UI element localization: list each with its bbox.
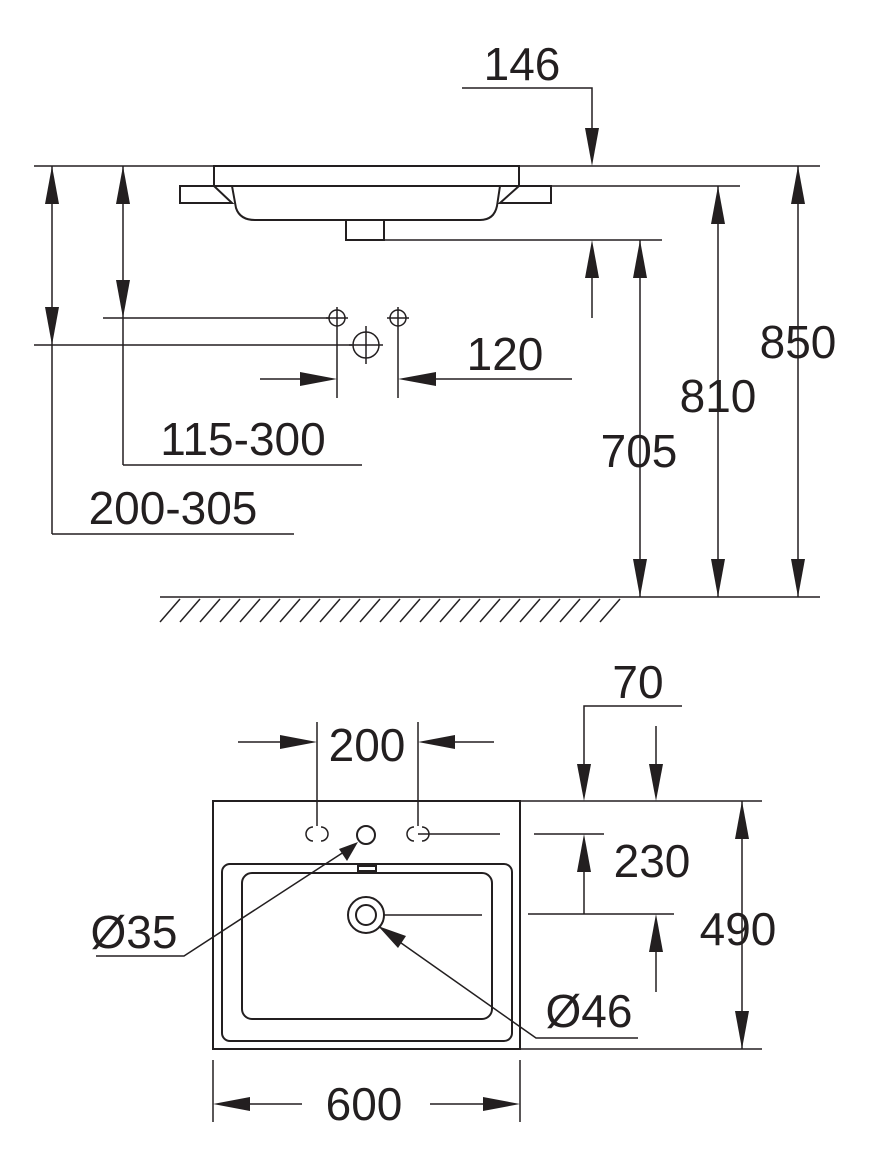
dim-width-label: 600 — [326, 1078, 403, 1130]
dim-supply-height: 115-300 — [116, 166, 362, 466]
basin-profile — [179, 165, 552, 241]
dim-depth: 490 — [700, 801, 777, 1049]
dim-top-offset-label: 146 — [484, 38, 561, 90]
dim-tap-hole-diameter: Ø35 — [91, 842, 358, 958]
overflow-slot — [357, 865, 377, 872]
top-view: 200 70 230 490 Ø35 — [91, 656, 777, 1130]
dim-tap-holes-spacing-label: 200 — [329, 719, 406, 771]
dim-bowl-bottom-height: 705 — [585, 240, 677, 597]
basin-outer-outline — [212, 800, 521, 1050]
supply-symbol-right — [387, 307, 409, 398]
dim-drain-height: 200-305 — [45, 166, 294, 535]
drain-outlet — [345, 219, 385, 241]
dim-rim-underside-height: 810 — [680, 186, 757, 597]
supply-symbol-left — [326, 307, 348, 398]
dim-drain-offset-label: 230 — [614, 835, 691, 887]
dim-tap-holes-spacing: 200 — [238, 719, 494, 771]
dim-total-height: 850 — [760, 166, 837, 597]
bracket-left — [179, 185, 235, 204]
basin-rim — [213, 165, 520, 187]
drain-symbol — [349, 326, 383, 364]
dim-drain-diameter: Ø46 — [378, 926, 638, 1039]
floor-hatching — [159, 598, 621, 623]
dim-supply-height-label: 115-300 — [160, 413, 325, 465]
dim-edge-offset: 70 — [577, 656, 682, 801]
tap-hole-center — [356, 825, 376, 845]
basin-rim-outline — [221, 863, 513, 1042]
dim-top-offset: 146 — [462, 38, 599, 166]
drain-inner — [355, 904, 377, 926]
dim-depth-label: 490 — [700, 903, 777, 955]
drain-outer — [347, 896, 385, 934]
basin-bowl-outline — [241, 872, 493, 1020]
dim-tap-hole-diameter-label: Ø35 — [91, 906, 178, 958]
dim-rim-underside-height-label: 810 — [680, 370, 757, 422]
dim-tap-hole-spacing-label: 120 — [467, 328, 544, 380]
dim-width: 600 — [213, 1078, 520, 1130]
side-view: 146 120 115-300 200-305 — [34, 38, 837, 623]
dim-bowl-bottom-height-label: 705 — [601, 425, 678, 477]
tap-hole-left — [305, 826, 329, 842]
dim-drain-diameter-label: Ø46 — [546, 985, 633, 1037]
dim-drain-height-label: 200-305 — [89, 482, 258, 534]
basin-bowl — [231, 185, 501, 221]
bracket-right — [497, 185, 552, 204]
dim-edge-offset-label: 70 — [612, 656, 663, 708]
dim-total-height-label: 850 — [760, 316, 837, 368]
dim-drain-offset: 230 — [577, 834, 690, 992]
dim-tap-hole-spacing: 120 — [260, 328, 572, 386]
